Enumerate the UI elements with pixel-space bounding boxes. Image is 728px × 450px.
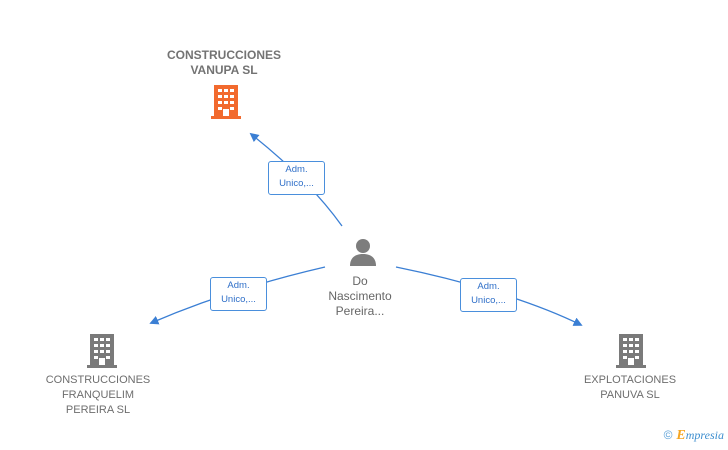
brand-name: mpresia [685, 428, 724, 442]
edge-label-left-line1: Adm. [227, 280, 250, 291]
edge-label-right-line2: Unico,... [471, 295, 506, 306]
building-icon-right[interactable] [615, 333, 647, 369]
person-label-line1: Do [352, 274, 368, 288]
brand-footer: ©Empresia [664, 428, 724, 444]
edge-label-top-line1: Adm. [285, 164, 308, 175]
person-label[interactable]: Do Nascimento Pereira... [310, 274, 410, 319]
company-label-right[interactable]: EXPLOTACIONES PANUVA SL [583, 374, 677, 401]
edge-label-left-line2: Unico,... [221, 294, 256, 305]
copyright-icon: © [663, 428, 673, 442]
person-icon[interactable] [348, 237, 378, 267]
edge-label-right[interactable]: Adm. Unico,... [460, 278, 517, 312]
company-label-top[interactable]: CONSTRUCCIONES VANUPA SL [166, 48, 281, 77]
building-icon-top[interactable] [210, 84, 242, 120]
building-icon-left[interactable] [86, 333, 118, 369]
brand-initial: E [676, 428, 686, 443]
company-label-left[interactable]: CONSTRUCCIONES FRANQUELIM PEREIRA SL [45, 374, 151, 416]
person-label-line3: Pereira... [335, 304, 385, 318]
edge-label-top-line2: Unico,... [279, 178, 314, 189]
edge-label-left[interactable]: Adm. Unico,... [210, 277, 267, 311]
edge-label-top[interactable]: Adm. Unico,... [268, 161, 325, 195]
edge-label-right-line1: Adm. [477, 281, 500, 292]
person-label-line2: Nascimento [328, 289, 392, 303]
